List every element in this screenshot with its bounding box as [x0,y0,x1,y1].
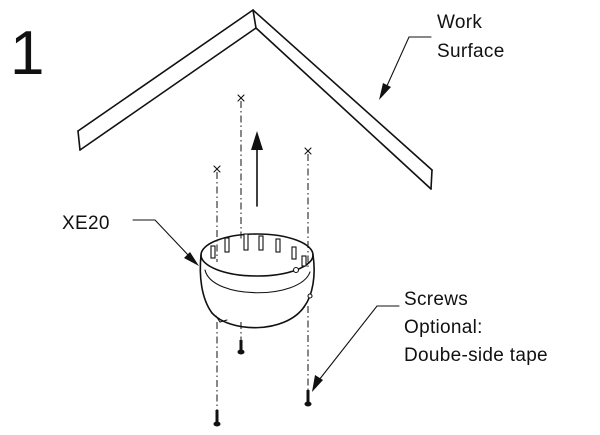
screws-leader-line [318,305,400,381]
screws-label-line2: Optional: [404,317,483,338]
work-surface-corner [252,9,257,29]
work-surface [77,9,433,190]
up-arrow-head [251,131,263,150]
work-surface-label-line2: Surface [437,41,505,62]
work-surface-label-line1: Work [437,12,482,33]
work-surface-leader-arrowhead [379,83,391,100]
work-surface-left-end [77,130,81,151]
xe20-device [199,233,315,329]
device-inner-contour [204,269,311,294]
xe20-leader [132,219,199,266]
work-surface-leader [379,36,432,100]
device-notch [215,315,228,323]
screw-left [213,322,221,427]
screws-leader-arrowhead [312,375,323,392]
screws-label-line1: Screws [404,289,468,310]
step-number: 1 [10,19,44,88]
device-left-side [199,254,213,314]
screws [213,306,312,427]
screw-center [237,322,245,355]
work-surface-leader-line [385,36,432,89]
device-bottom-edge [211,306,305,329]
screw-right [304,306,312,407]
screw-axis-center [237,94,245,240]
screw-axis-left [213,165,221,262]
xe20-label: XE20 [62,213,110,234]
work-surface-right-end [430,169,433,190]
device-right-side [303,254,315,308]
screws-label-line3: Doube-side tape [404,345,548,366]
screws-leader [312,305,400,392]
screw-axes [213,94,312,270]
device-clips [210,233,313,299]
xe20-leader-arrowhead [184,252,199,266]
mounting-direction-arrow [251,131,263,207]
work-surface-inner-edge [79,27,432,190]
screw-axis-right [304,147,312,270]
xe20-leader-line [132,219,191,258]
